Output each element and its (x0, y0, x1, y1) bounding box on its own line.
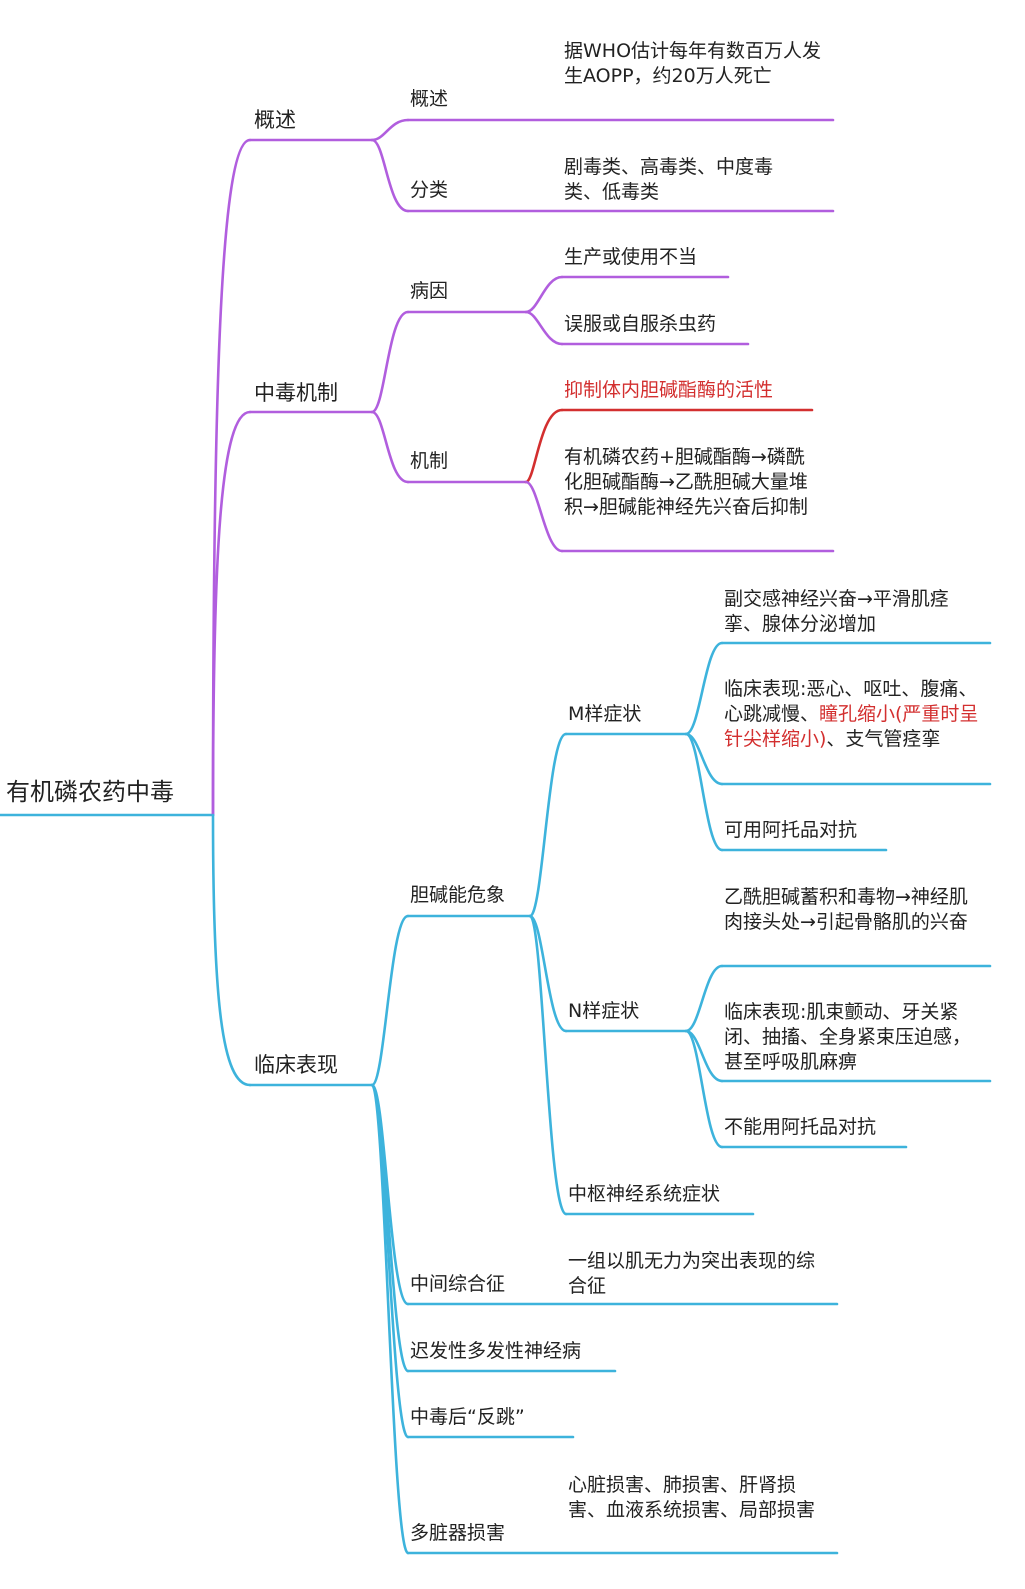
edge-cause-1 (524, 275, 564, 314)
edge-mech-mech (370, 410, 410, 484)
text-cause-2: 误服或自服杀虫药 (564, 313, 717, 335)
node-cholinergic: 胆碱能危象 (410, 884, 506, 906)
edge-root-clinical (211, 813, 252, 1087)
text-n-c: 不能用阿托品对抗 (724, 1116, 877, 1138)
edge-root-mechanism (211, 410, 252, 817)
edge-mech-cause (370, 310, 410, 414)
node-n-symptoms: N样症状 (568, 1000, 640, 1022)
node-overview: 概述 (254, 108, 296, 132)
text-cause-1: 生产或使用不当 (564, 246, 698, 268)
node-clinical: 临床表现 (254, 1053, 338, 1077)
text-m-b: 临床表现:恶心、呕吐、腹痛、心跳减慢、瞳孔缩小(严重时呈针尖样缩小)、支气管痉挛 (724, 677, 986, 752)
node-classification: 分类 (410, 179, 449, 201)
edge-overview-class (370, 138, 410, 213)
edge-n-a (684, 964, 724, 1033)
node-rebound: 中毒后“反跳” (410, 1406, 525, 1428)
text-m-b-pre: 临床表现:恶心、呕吐、腹痛、心跳减慢、 (724, 678, 978, 725)
edge-m-a (684, 641, 724, 736)
edge-clin-organ (370, 1083, 410, 1555)
edge-cause-2 (524, 310, 564, 346)
text-m-b-post: 、支气管痉挛 (826, 728, 941, 750)
node-organ: 多脏器损害 (410, 1522, 506, 1544)
text-m-c: 可用阿托品对抗 (724, 819, 858, 841)
text-n-a: 乙酰胆碱蓄积和毒物→神经肌肉接头处→引起骨骼肌的兴奋 (724, 886, 968, 933)
node-delayed: 迟发性多发性神经病 (410, 1340, 582, 1362)
text-classification: 剧毒类、高毒类、中度毒类、低毒类 (564, 156, 774, 203)
node-cns-symptoms: 中枢神经系统症状 (568, 1183, 721, 1205)
edge-mech-2 (524, 480, 564, 553)
edge-chol-n (528, 914, 568, 1033)
text-intermediate: 一组以肌无力为突出表现的综合征 (568, 1250, 816, 1297)
node-cause: 病因 (410, 280, 449, 302)
node-overview-summary: 概述 (410, 88, 449, 110)
node-mech: 机制 (410, 450, 449, 472)
edge-clin-cholinergic (370, 914, 410, 1087)
edge-root-overview (211, 138, 252, 817)
text-overview-summary: 据WHO估计每年有数百万人发生AOPP，约20万人死亡 (564, 40, 822, 87)
edge-m-c (684, 732, 724, 852)
text-m-a: 副交感神经兴奋→平滑肌痉挛、腺体分泌增加 (724, 588, 949, 635)
edge-overview-summary (370, 118, 410, 142)
edge-chol-cns (528, 914, 568, 1216)
edge-clin-rebound (370, 1083, 410, 1439)
text-mech-1: 抑制体内胆碱酯酶的活性 (564, 379, 774, 401)
text-n-b: 临床表现:肌束颤动、牙关紧闭、抽搐、全身紧束压迫感，甚至呼吸肌麻痹 (724, 1001, 972, 1073)
node-m-symptoms: M样症状 (568, 703, 642, 725)
text-m-b-highlight: 瞳孔缩小(严重时呈针尖样缩小) (724, 703, 979, 750)
edge-mech-1 (524, 408, 564, 484)
root-node: 有机磷农药中毒 (6, 778, 174, 806)
text-organ: 心脏损害、肺损害、肝肾损害、血液系统损害、局部损害 (568, 1474, 816, 1521)
edge-chol-m (528, 732, 568, 918)
node-intermediate: 中间综合征 (410, 1273, 506, 1295)
text-mech-2: 有机磷农药+胆碱酯酶→磷酰化胆碱酯酶→乙酰胆碱大量堆积→胆碱能神经先兴奋后抑制 (564, 446, 808, 518)
edge-n-c (684, 1029, 724, 1149)
node-mechanism: 中毒机制 (254, 381, 338, 405)
